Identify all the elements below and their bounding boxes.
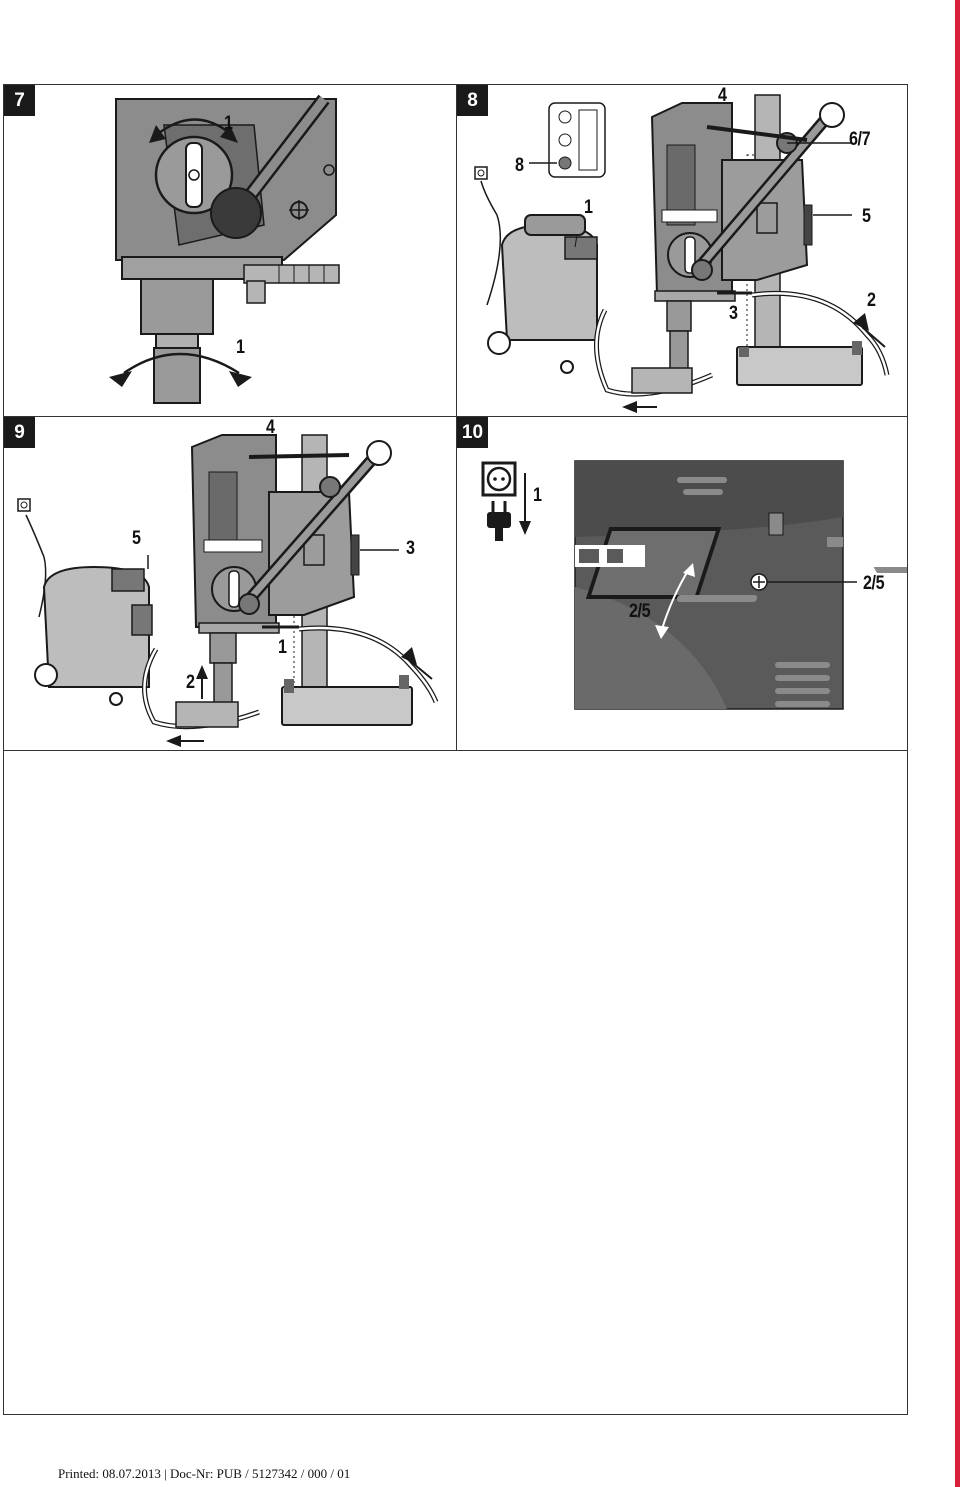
figure-grid [3, 84, 908, 1415]
page-edge-rule [955, 0, 960, 1487]
callout-8: 8 [515, 155, 524, 176]
callout-2: 2 [867, 290, 876, 311]
figure-number-badge: 7 [4, 85, 35, 116]
callout-1-dial: 1 [224, 113, 233, 134]
grid-divider-row1 [3, 416, 908, 417]
grid-divider-row2 [3, 750, 908, 751]
callout-3: 3 [729, 303, 738, 324]
figure-8-illustration [474, 94, 890, 413]
figure-9: 9 [4, 417, 455, 749]
callout-5: 5 [862, 206, 871, 227]
figure-8: 8 [457, 85, 907, 415]
print-footer: Printed: 08.07.2013 | Doc-Nr: PUB / 5127… [58, 1466, 351, 1481]
callout-2-5-cover: 2/5 [629, 601, 651, 622]
callout-3: 3 [406, 538, 415, 559]
figure-number-badge: 9 [4, 417, 35, 448]
callout-1: 1 [584, 197, 593, 218]
callout-1: 1 [533, 485, 542, 506]
figure-number-badge: 10 [457, 417, 488, 448]
callout-1-column: 1 [236, 337, 245, 358]
callout-2: 2 [186, 672, 195, 693]
callout-1: 1 [278, 637, 287, 658]
figure-number-badge: 8 [457, 85, 488, 116]
callout-5: 5 [132, 528, 141, 549]
callout-6-7: 6/7 [849, 129, 871, 150]
figure-10: 10 1 2/5 2/5 [457, 417, 907, 749]
callout-2-5-screw: 2/5 [863, 573, 885, 594]
figure-10-illustration [481, 460, 907, 710]
grid-divider-vertical [456, 84, 457, 750]
figure-7: 7 1 1 [4, 85, 455, 415]
figure-7-illustration [109, 94, 340, 404]
callout-4: 4 [718, 85, 727, 106]
figure-9-illustration [17, 434, 439, 747]
callout-4: 4 [266, 417, 275, 438]
